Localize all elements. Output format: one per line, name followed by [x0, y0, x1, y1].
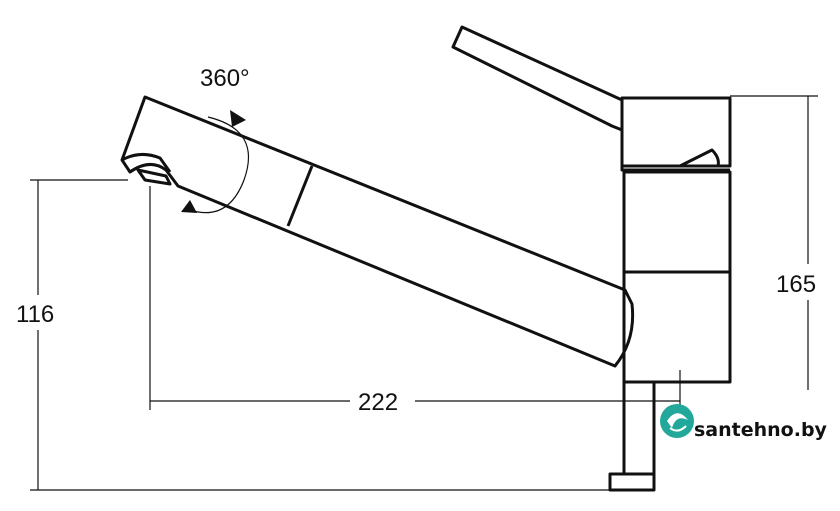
faucet-body [608, 170, 732, 492]
rotation-arrow: 360° [181, 65, 250, 214]
spout-height-dimension: 116 [16, 179, 612, 491]
reach-label: 222 [358, 389, 398, 416]
shell-icon [660, 404, 694, 438]
lever-handle [451, 25, 624, 132]
spout-height-label: 116 [16, 301, 54, 328]
brand-logo: santehno.by [660, 404, 828, 441]
logo-text: santehno.by [694, 419, 828, 441]
spout [120, 95, 635, 368]
reach-dimension: 222 [149, 186, 681, 416]
rotation-label: 360° [200, 65, 250, 92]
total-height-label: 165 [776, 271, 816, 298]
faucet-head [620, 96, 732, 172]
total-height-dimension: 165 [730, 95, 818, 390]
